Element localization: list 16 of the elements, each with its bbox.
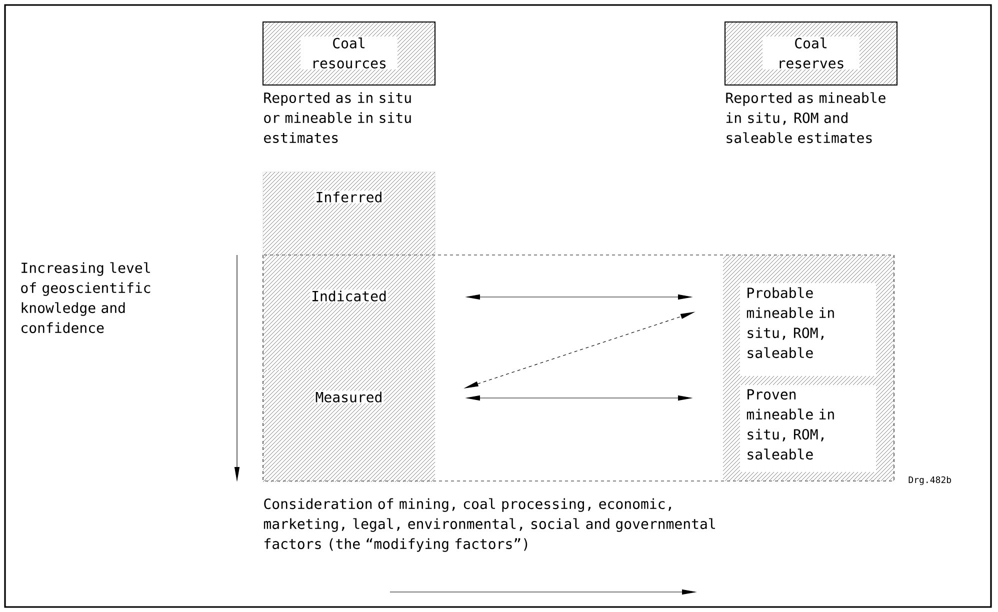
hatched-box: Coal reserves xyxy=(724,22,898,86)
hatched-band: Measured xyxy=(262,370,436,482)
text-box: Probable mineable in situ, ROM, saleable xyxy=(740,283,876,376)
text-box: Proven mineable in situ, ROM, saleable xyxy=(740,385,876,472)
description-text: Reported as in situ or mineable in situ estimates xyxy=(264,92,411,144)
note-text: Consideration of mining, coal processing, economic, marketing, legal, environmental, social and governmental factors (the “modifying factors”) xyxy=(264,498,715,552)
hatched-band: Inferred xyxy=(262,172,436,256)
node-label: Measured xyxy=(316,392,382,402)
hatched-box: Coal resources xyxy=(262,22,436,86)
hatched-band: Indicated xyxy=(262,254,436,370)
node-label: Indicated xyxy=(312,290,386,302)
note-text: Increasing level of geoscientific knowledge and confidence xyxy=(21,262,150,334)
description-text: Reported as mineable in situ, ROM and saleable estimates xyxy=(726,92,886,144)
node-label: Proven mineable in situ, ROM, saleable xyxy=(746,389,834,460)
drawing-number: Drg.482b xyxy=(908,476,952,485)
node-label: Probable mineable in situ, ROM, saleable xyxy=(746,287,834,358)
